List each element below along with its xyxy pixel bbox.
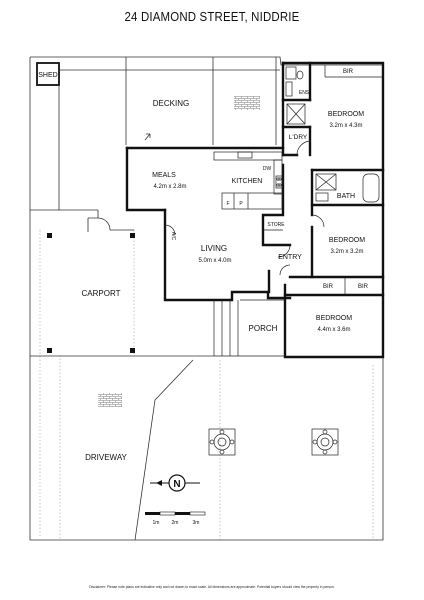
bed3-label: BEDROOM: [316, 315, 352, 322]
page-title: 24 DIAMOND STREET, NIDDRIE: [124, 9, 300, 24]
bed2-dim: 3.2m x 3.2m: [330, 249, 363, 255]
bed3-dim: 4.4m x 3.6m: [317, 327, 350, 333]
bir2-label: BIR: [323, 284, 334, 290]
meals-dim: 4.2m x 2.8m: [153, 184, 186, 190]
room-labels: MEALS 4.2m x 2.8m KITCHEN DW F P STORE L…: [82, 69, 369, 462]
scale-bar: 1m 2m 3m: [145, 511, 206, 526]
shed-label: SHED: [38, 72, 57, 79]
bed2-label: BEDROOM: [329, 237, 365, 244]
disclaimer: Disclaimer: Please note plans are indica…: [89, 585, 335, 589]
ldry-label: L'DRY: [289, 134, 308, 141]
interior-details: [164, 65, 383, 357]
garden-planter-left: [208, 428, 236, 456]
meals-label: MEALS: [152, 172, 176, 179]
bed1-dim: 3.2m x 4.3m: [329, 123, 362, 129]
scale-3m: 3m: [193, 520, 200, 526]
site-boundary: [29, 56, 384, 541]
bath-label: BATH: [337, 193, 355, 200]
bed1-label: BEDROOM: [328, 111, 364, 118]
carport-label: CARPORT: [82, 289, 121, 298]
scale-1m: 1m: [153, 520, 160, 526]
bir3-label: BIR: [358, 284, 369, 290]
entry-label: ENTRY: [278, 254, 302, 261]
carport: [30, 85, 214, 357]
living-dim: 5.0m x 4.0m: [198, 258, 231, 264]
living-label: LIVING: [201, 244, 227, 253]
fridge-label: F: [226, 201, 229, 207]
paving-grid: [39, 230, 374, 540]
bir1-label: BIR: [343, 69, 354, 75]
decking-label: DECKING: [153, 99, 189, 108]
shed: SHED: [36, 62, 60, 86]
scale-2m: 2m: [172, 520, 179, 526]
driveway-edge: [134, 359, 194, 541]
ens-label: ENS: [299, 90, 310, 96]
store-label: STORE: [267, 222, 285, 228]
decking: [59, 57, 280, 145]
compass-label: N: [173, 479, 180, 490]
porch-label: PORCH: [249, 324, 278, 333]
ac-label: A/C: [170, 232, 176, 241]
pantry-label: P: [239, 201, 243, 207]
north-compass-icon: N: [150, 474, 200, 492]
carport-posts: [47, 233, 135, 353]
dw-label: DW: [263, 166, 272, 172]
house-walls: [125, 61, 385, 359]
kitchen-label: KITCHEN: [232, 178, 263, 185]
garden-planter-right: [311, 428, 339, 456]
decking-brick-icon: [234, 96, 260, 110]
driveway-label: DRIVEWAY: [85, 453, 127, 462]
driveway-brick-icon: [98, 393, 122, 407]
